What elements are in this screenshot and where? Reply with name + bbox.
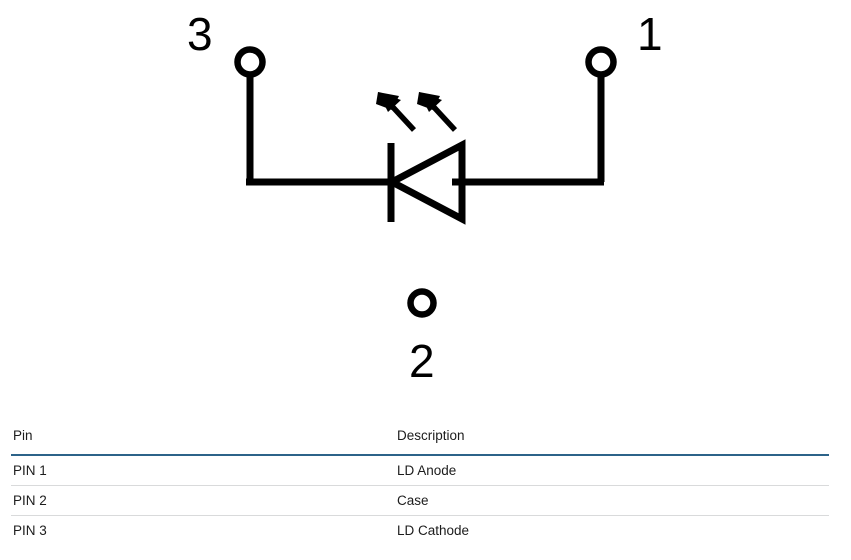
cell-pin-label: PIN 3 xyxy=(13,523,47,538)
cell-description: LD Cathode xyxy=(397,516,829,546)
column-header-pin: Pin xyxy=(11,418,397,456)
cell-pin: PIN 3 xyxy=(11,516,397,546)
pin3-number-label: 3 xyxy=(187,8,213,60)
pin2-number-label: 2 xyxy=(409,335,435,387)
table-body: PIN 1 LD Anode PIN 2 Case PIN 3 LD Catho… xyxy=(11,455,829,545)
cell-description-label: LD Cathode xyxy=(397,523,470,538)
cell-pin-label: PIN 2 xyxy=(13,493,47,508)
pin3-terminal-circle xyxy=(234,46,266,78)
cell-description-label: LD Anode xyxy=(397,463,457,478)
cell-pin: PIN 2 xyxy=(11,485,397,516)
pin1-terminal-circle xyxy=(585,46,617,78)
pin1-number-label: 1 xyxy=(637,8,663,60)
schematic-diagram: 3 1 2 xyxy=(187,8,663,387)
table-row: PIN 1 LD Anode xyxy=(11,455,829,486)
cell-pin-label: PIN 1 xyxy=(13,463,47,478)
cell-description-label: Case xyxy=(397,493,429,508)
pin2-terminal-circle xyxy=(407,288,437,318)
laser-diode-schematic-svg xyxy=(234,46,617,318)
pin-description-table: Pin Description PIN 1 LD Anode PIN 2 Cas… xyxy=(11,418,829,545)
column-header-pin-label: Pin xyxy=(13,427,33,443)
table-row: PIN 2 Case xyxy=(11,485,829,516)
column-header-description-label: Description xyxy=(397,427,465,443)
cell-description: Case xyxy=(397,485,829,516)
column-header-description: Description xyxy=(397,418,829,456)
table-row: PIN 3 LD Cathode xyxy=(11,516,829,546)
cell-pin: PIN 1 xyxy=(11,455,397,486)
cell-description: LD Anode xyxy=(397,455,829,486)
emission-arrow-1 xyxy=(376,92,417,132)
emission-arrow-2 xyxy=(417,92,458,132)
diode-triangle xyxy=(384,139,466,225)
table-header-row: Pin Description xyxy=(11,418,829,456)
table-header: Pin Description xyxy=(11,418,829,456)
